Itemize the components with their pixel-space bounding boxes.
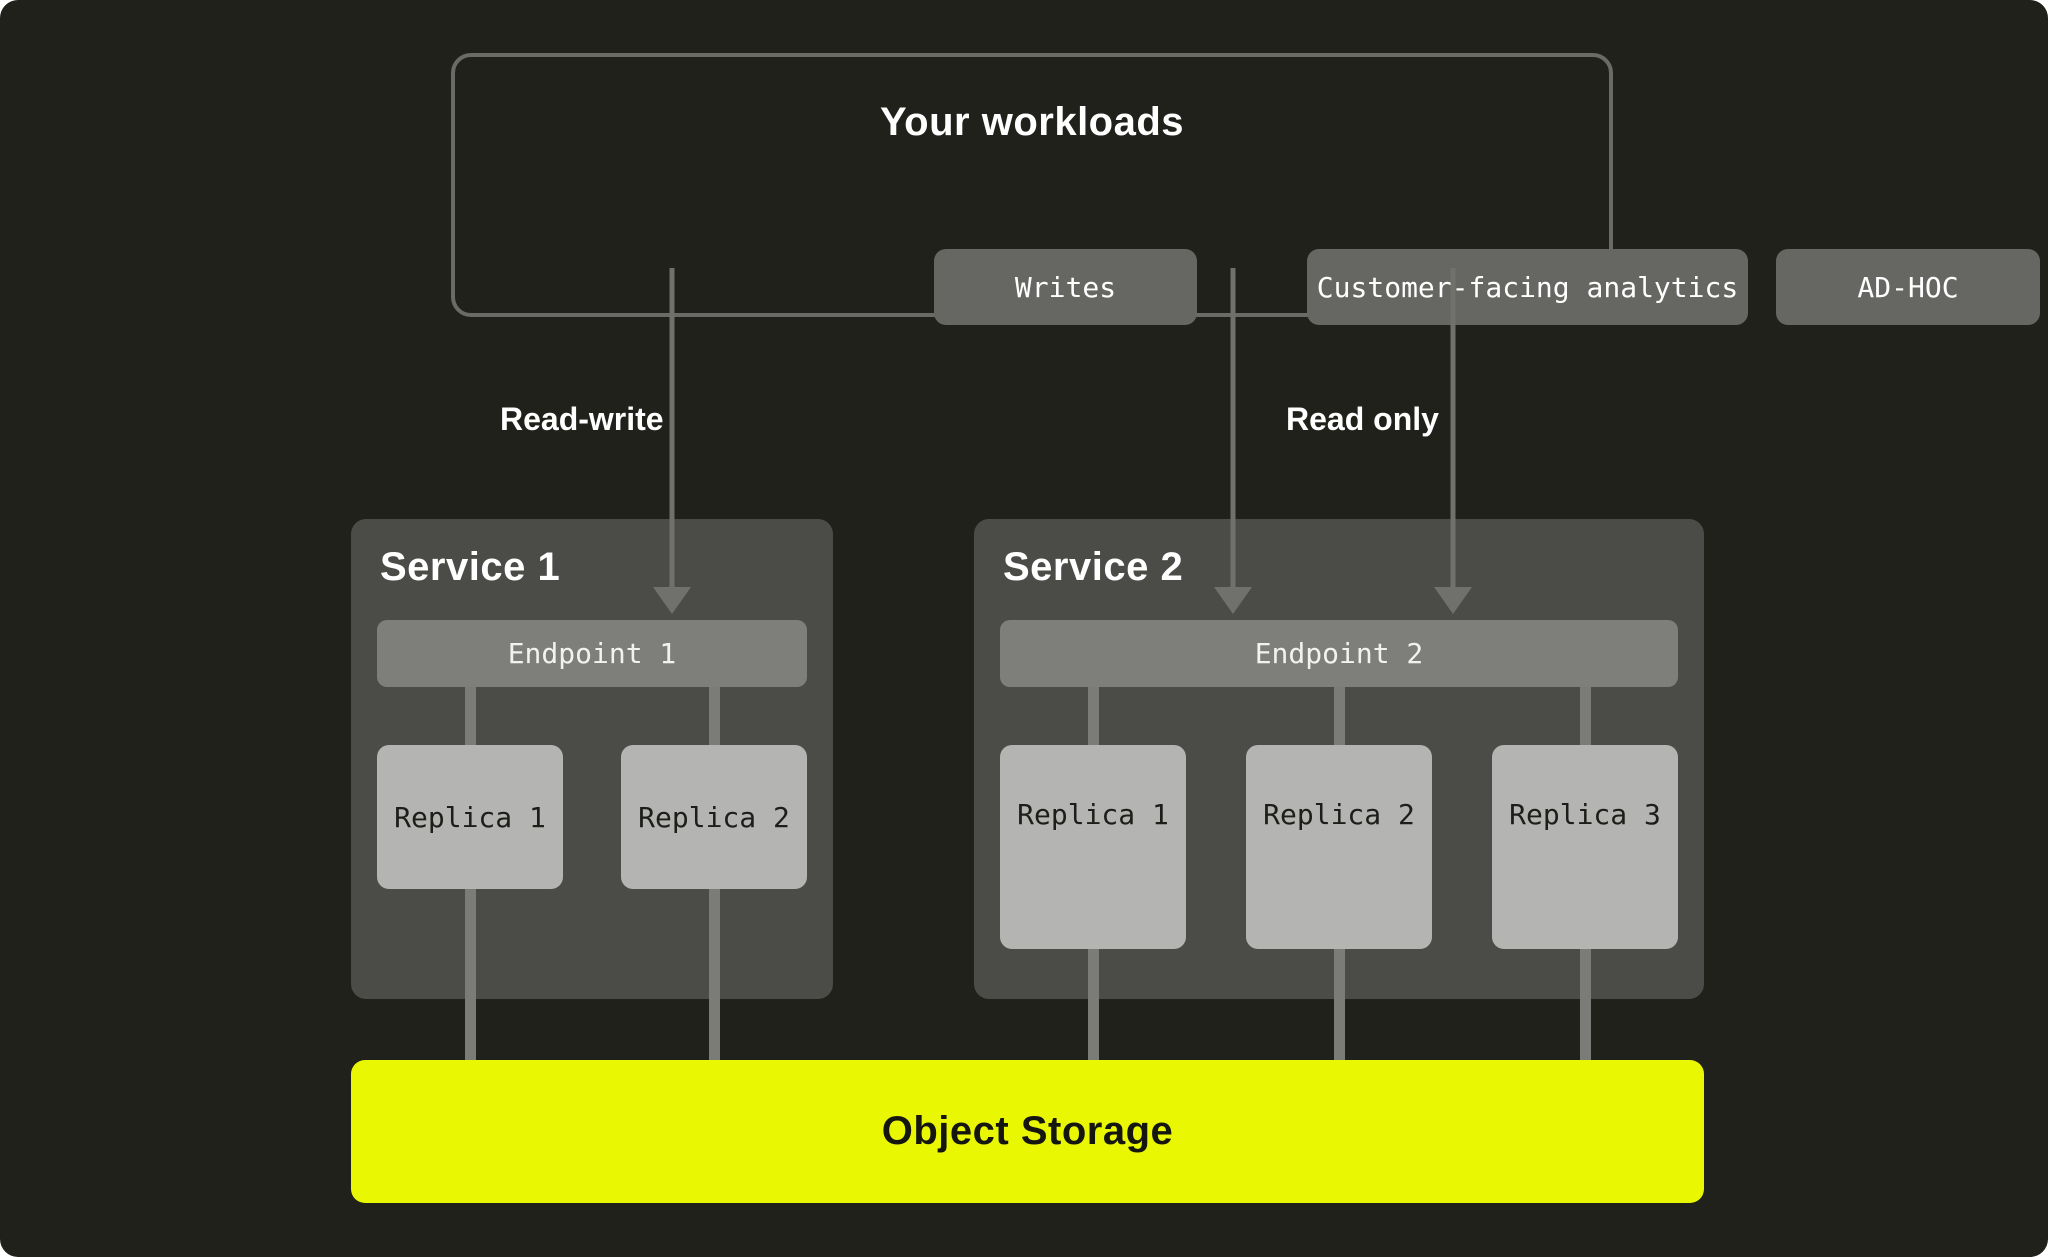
workloads-title: Your workloads [879,100,1185,144]
service-1-replica-1-label: Replica 1 [394,800,546,834]
workload-node-cfa-label: Customer-facing analytics [1316,270,1739,304]
object-storage-label: Object Storage [881,1109,1174,1153]
object-storage-box: Object Storage [351,1060,1704,1203]
service-2-replica-3-label: Replica 3 [1509,798,1661,831]
service-2-endpoint-label: Endpoint 2 [1254,637,1424,670]
service-1-replica-1: Replica 1 [377,745,563,889]
flow-label-read-write: Read-write [500,401,664,437]
workload-node-ad-hoc: AD-HOC [1776,249,2040,325]
service-1-title: Service 1 [380,545,561,589]
arrow-shaft [1450,268,1456,590]
workload-node-customer-facing-analytics: Customer-facing analytics [1307,249,1748,325]
arrow-head-icon [1434,587,1472,614]
workloads-group-box: Your workloads Writes Customer-facing an… [451,53,2040,325]
service-1-endpoint-label: Endpoint 1 [507,637,677,670]
service-2-endpoint: Endpoint 2 [1000,620,1678,687]
flow-label-read-only: Read only [1286,401,1439,437]
arrow-shaft [1230,268,1236,590]
workload-node-writes-label: Writes [1014,270,1117,304]
service-1-replica-2-label: Replica 2 [638,800,790,834]
service-2-box: Service 2 Endpoint 2 Replica 1 Replica 2… [974,519,1704,999]
service-2-replica-1-label: Replica 1 [1017,798,1169,831]
workload-node-writes: Writes [934,249,1197,325]
workload-node-adhoc-label: AD-HOC [1857,270,1959,304]
service-1-box: Service 1 Endpoint 1 Replica 1 Replica 2 [351,519,833,999]
service-2-title: Service 2 [1003,545,1184,589]
service-2-replica-1: Replica 1 [1000,745,1186,949]
arrow-head-icon [1214,587,1252,614]
arrow-shaft [669,268,675,590]
service-2-replica-2-label: Replica 2 [1263,798,1415,831]
service-2-replica-3: Replica 3 [1492,745,1678,949]
arrow-head-icon [653,587,691,614]
service-1-endpoint: Endpoint 1 [377,620,807,687]
service-1-replica-2: Replica 2 [621,745,807,889]
service-2-replica-2: Replica 2 [1246,745,1432,949]
